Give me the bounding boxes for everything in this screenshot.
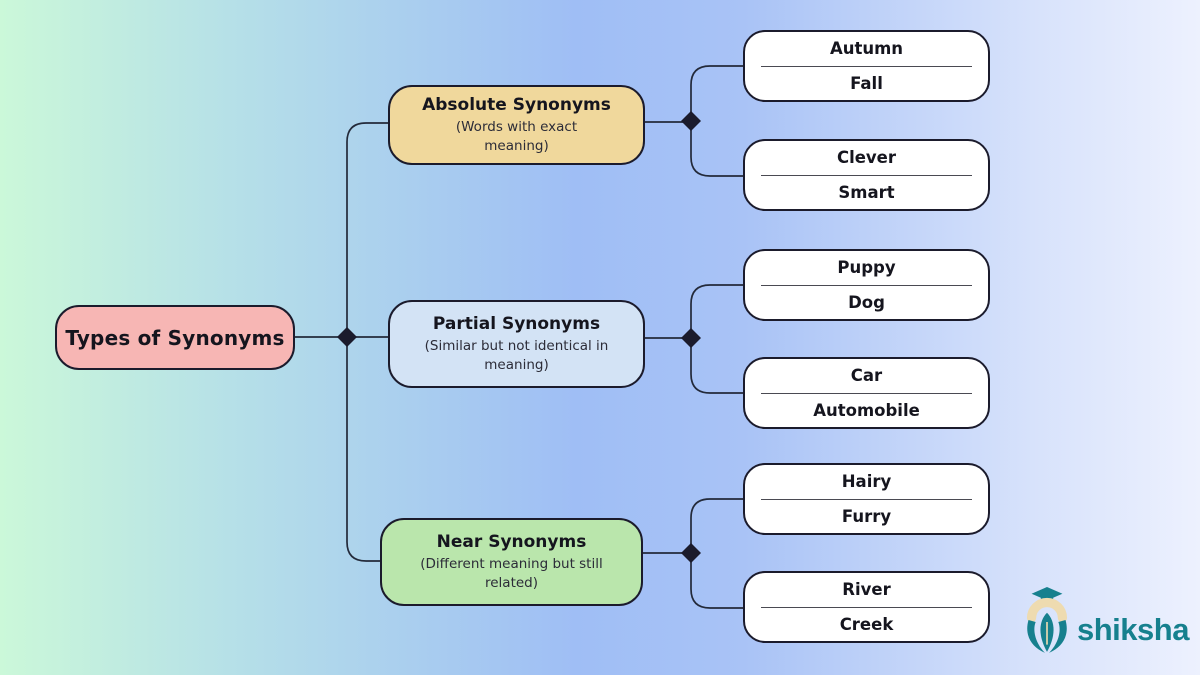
junction-diamond-partial (681, 328, 701, 348)
branch-node-near-synonyms: Near Synonyms (Different meaning but sti… (380, 518, 643, 606)
synonym-word-bottom: Furry (841, 506, 892, 526)
synonym-word-top: Hairy (841, 472, 892, 492)
synonym-word-bottom: Automobile (813, 400, 920, 420)
graduation-cap-icon (1031, 587, 1063, 601)
example-card-autumn-fall: Autumn Fall (743, 30, 990, 102)
example-card-clever-smart: Clever Smart (743, 139, 990, 211)
divider-line (761, 284, 972, 286)
synonym-word-top: River (842, 580, 891, 600)
root-node: Types of Synonyms (55, 305, 295, 370)
diagram-title: Types of Synonyms (65, 325, 285, 350)
junction-diamond-root (337, 327, 357, 347)
branch-node-partial-synonyms: Partial Synonyms (Similar but not identi… (388, 300, 645, 388)
branch-title: Near Synonyms (436, 531, 587, 552)
junction-diamond-absolute (681, 111, 701, 131)
synonym-word-bottom: Smart (838, 182, 895, 202)
branch-node-absolute-synonyms: Absolute Synonyms (Words with exact mean… (388, 85, 645, 165)
example-card-car-automobile: Car Automobile (743, 357, 990, 429)
shiksha-logo: shiksha (1020, 586, 1189, 658)
branch-title: Absolute Synonyms (422, 94, 611, 115)
junction-diamond-near (681, 543, 701, 563)
example-card-river-creek: River Creek (743, 571, 990, 643)
synonym-word-top: Autumn (829, 39, 904, 59)
synonym-word-bottom: Creek (839, 614, 894, 634)
shiksha-logo-icon (1026, 587, 1068, 653)
divider-line (761, 498, 972, 500)
branch-subtitle: (Words with exact meaning) (455, 118, 578, 154)
divider-line (761, 65, 972, 67)
branch-subtitle: (Different meaning but still related) (420, 555, 603, 591)
branch-title: Partial Synonyms (432, 313, 601, 334)
synonym-word-top: Car (850, 366, 883, 386)
synonym-word-bottom: Fall (850, 73, 883, 93)
example-card-hairy-furry: Hairy Furry (743, 463, 990, 535)
synonym-word-top: Puppy (837, 258, 896, 278)
divider-line (761, 392, 972, 394)
synonym-word-top: Clever (836, 148, 897, 168)
divider-line (761, 174, 972, 176)
example-card-puppy-dog: Puppy Dog (743, 249, 990, 321)
divider-line (761, 606, 972, 608)
shiksha-logo-text: shiksha (1077, 612, 1189, 647)
synonym-word-bottom: Dog (848, 292, 885, 312)
branch-subtitle: (Similar but not identical in meaning) (424, 337, 609, 373)
